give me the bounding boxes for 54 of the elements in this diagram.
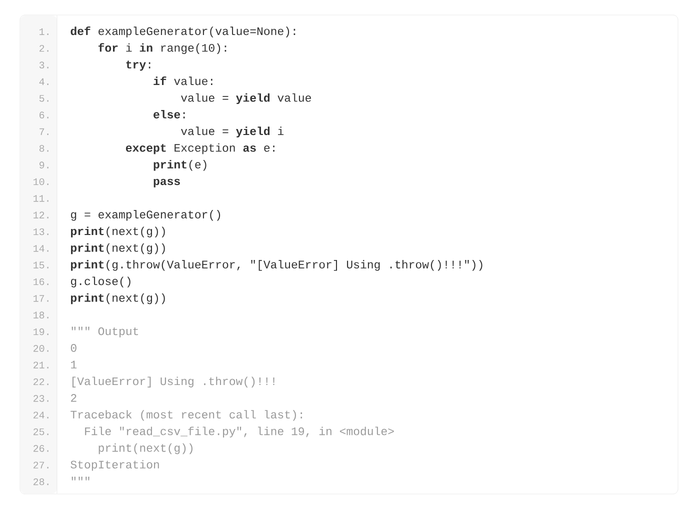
line-number: 16. <box>34 278 48 286</box>
code-line: Traceback (most recent call last): <box>70 410 302 421</box>
code-line: print(next(g)) <box>71 293 165 304</box>
line-number: 12. <box>34 212 48 218</box>
line-number: 5. <box>39 95 48 102</box>
code-line: """ <box>72 476 90 480</box>
line-number: 18. <box>34 312 48 318</box>
code-line: 2 <box>71 394 76 402</box>
line-number: 13. <box>34 228 48 236</box>
code-line: print(next(g)) <box>71 243 165 254</box>
line-number: 15. <box>34 262 48 268</box>
code-line: g = exampleGenerator() <box>71 210 220 221</box>
line-number: 9. <box>40 162 48 168</box>
line-number: 23. <box>34 395 48 402</box>
code-line: print(next(g)) <box>71 226 165 238</box>
line-number: 4. <box>39 78 48 85</box>
line-number: 3. <box>39 62 48 68</box>
code-line: g.close() <box>71 276 130 288</box>
line-number: 6. <box>40 112 48 118</box>
code-line: StopIteration <box>70 460 159 471</box>
code-line: print(e) <box>154 160 206 171</box>
line-number: 20. <box>34 345 48 352</box>
line-number: 8. <box>39 144 48 152</box>
code-line: File "read_csv_file.py", line 19, in <module> <box>85 426 394 438</box>
code-line: value = yield i <box>181 126 284 138</box>
line-number: 27. <box>34 462 48 468</box>
line-number: 26. <box>34 445 48 452</box>
code-line: print(next(g)) <box>98 443 192 454</box>
code-line: except Exception as e: <box>126 143 274 154</box>
code-line: pass <box>154 178 180 188</box>
code-line: 1 <box>71 360 77 368</box>
code-line: print(g.throw(ValueError, "[ValueError] Using .throw()!!!")) <box>71 260 482 271</box>
code-line: try: <box>126 60 150 71</box>
line-number: 19. <box>34 328 48 336</box>
code-line: for i in range(10): <box>98 43 226 54</box>
line-number: 11. <box>34 195 48 202</box>
line-number: 24. <box>34 412 48 418</box>
line-number: 17. <box>34 295 48 302</box>
line-number: 2. <box>40 44 48 52</box>
line-number: 22. <box>34 378 48 386</box>
code-line: """ Output <box>72 326 138 338</box>
code-line: 0 <box>70 344 76 352</box>
code-line: def exampleGenerator(value=None): <box>70 26 296 38</box>
code-line: if value: <box>154 76 212 86</box>
code-line: value = yield value <box>181 93 311 104</box>
line-number: 10. <box>34 178 48 186</box>
line-number: 7. <box>40 128 48 135</box>
line-number: 28. <box>34 478 48 486</box>
line-number: 14. <box>34 245 48 252</box>
line-number: 21. <box>34 362 48 368</box>
code-line: [ValueError] Using .throw()!!! <box>72 376 274 388</box>
code-line: else: <box>154 110 185 118</box>
line-number: 1. <box>40 28 48 35</box>
line-number: 25. <box>34 428 48 436</box>
